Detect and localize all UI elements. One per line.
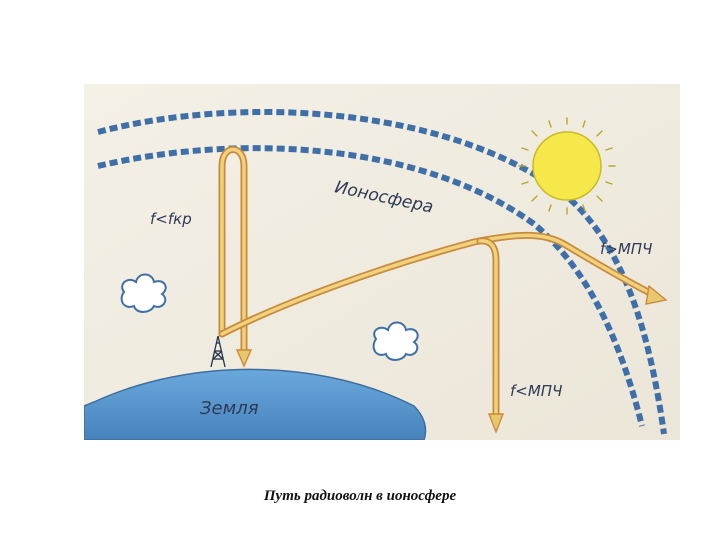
wave-path-muf-reflected: [476, 237, 500, 420]
wave-path-oblique: [218, 232, 660, 338]
ionosphere-illustration: Ионосфера f<fкр f>МПЧ f<МПЧ Земля: [84, 84, 680, 440]
sun-icon: [518, 117, 616, 215]
ionosphere-layer: [97, 109, 667, 435]
label-f-above-muf: f>МПЧ: [600, 240, 652, 258]
label-f-below-critical: f<fкр: [150, 210, 192, 228]
cloud-icon: [120, 273, 167, 313]
arrow-head: [235, 349, 253, 368]
ionosphere-band-inner: [97, 145, 645, 427]
radio-tower-icon: [210, 335, 226, 368]
arrow-head: [487, 413, 505, 434]
earth-surface: [84, 368, 427, 440]
figure-caption: Путь радиоволн в ионосфере: [263, 488, 457, 504]
arrow-head: [645, 284, 668, 305]
label-f-below-muf: f<МПЧ: [510, 382, 562, 400]
label-earth: Земля: [200, 398, 259, 419]
cloud-icon: [372, 321, 419, 361]
wave-path-critical: [218, 146, 248, 356]
ionosphere-band-outer: [97, 109, 667, 435]
